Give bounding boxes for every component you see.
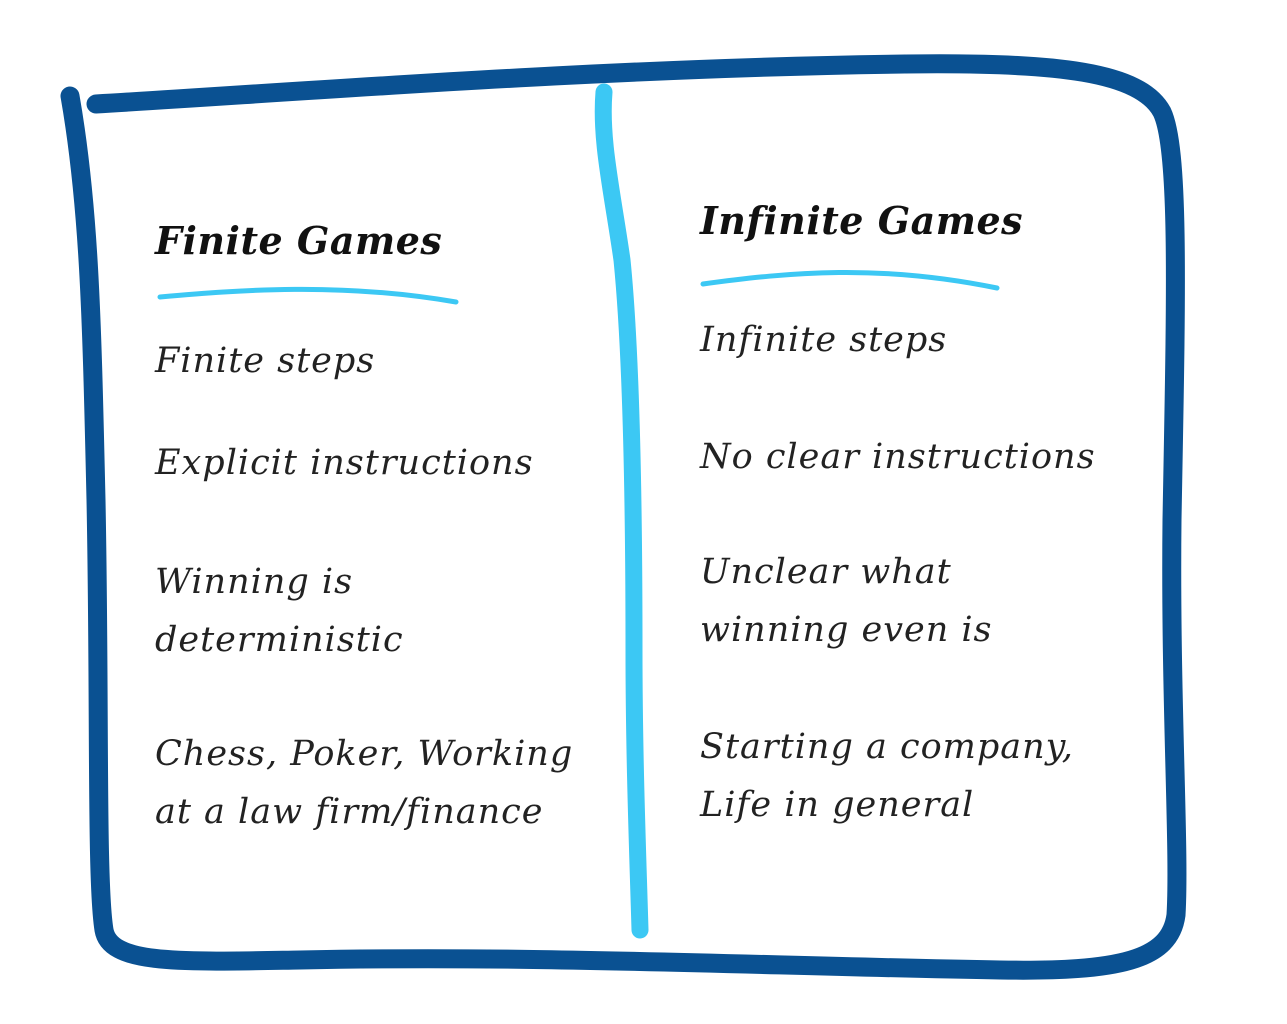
right-heading-underline [700,270,1000,291]
infinite-item-examples: Starting a company, Life in general [700,718,1074,834]
item-line: Chess, Poker, Working [155,734,574,774]
item-line: Finite steps [155,341,376,381]
infinite-games-heading: Infinite Games [700,198,1024,243]
finite-item-examples: Chess, Poker, Working at a law firm/fina… [155,725,573,841]
item-line: Life in general [700,785,975,825]
finite-item-steps: Finite steps [155,332,375,390]
finite-games-heading: Finite Games [155,218,443,263]
item-line: deterministic [155,620,404,660]
column-divider [594,83,649,939]
finite-item-winning: Winning is deterministic [155,553,404,669]
infinite-item-winning: Unclear what winning even is [700,543,993,659]
item-line: at a law firm/finance [155,792,544,832]
infinite-item-steps: Infinite steps [700,311,947,369]
item-line: Winning is [155,562,354,602]
item-line: Starting a company, [700,727,1074,767]
outer-frame [60,54,1187,980]
item-line: Infinite steps [700,320,948,360]
infinite-item-instructions: No clear instructions [700,428,1096,486]
finite-item-instructions: Explicit instructions [155,434,534,492]
item-line: Unclear what [700,552,952,592]
item-line: No clear instructions [700,437,1096,477]
left-heading-underline [157,286,459,305]
item-line: Explicit instructions [155,443,534,483]
item-line: winning even is [700,610,993,650]
